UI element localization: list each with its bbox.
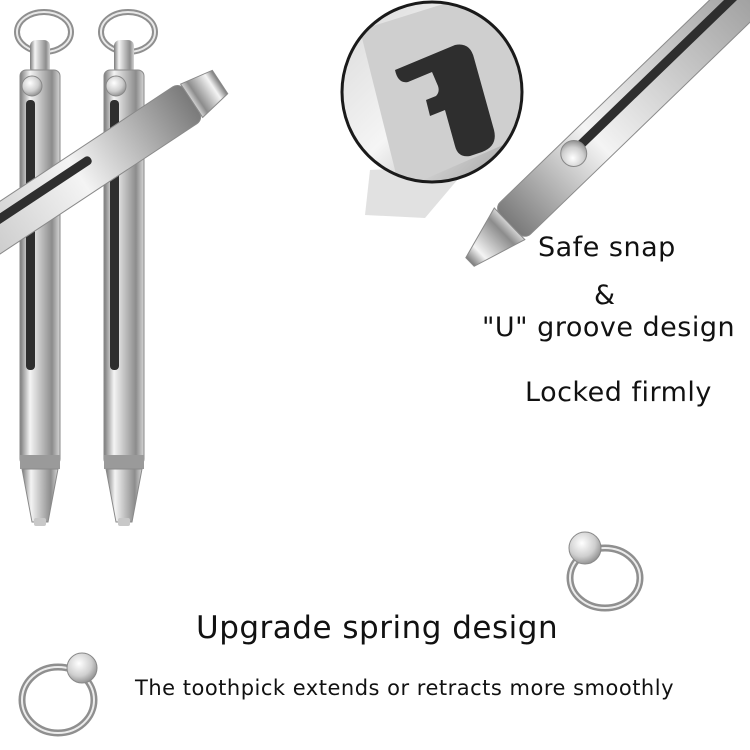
slide-slot <box>0 156 92 316</box>
caption-upgrade-spring: Upgrade spring design <box>196 610 559 646</box>
toothpick-case-left-1 <box>14 9 74 526</box>
toothpick-case-left-2 <box>98 9 158 526</box>
caption-ampersand: & <box>594 280 616 311</box>
slide-slot <box>571 0 750 154</box>
slide-knob <box>105 75 127 97</box>
caption-smoothly: The toothpick extends or retracts more s… <box>135 676 674 700</box>
caption-safe-snap: Safe snap <box>538 232 676 263</box>
toothpick-case-open <box>18 0 750 737</box>
slide-knob <box>21 75 43 97</box>
slide-knob <box>560 139 588 167</box>
slide-slot <box>26 100 35 370</box>
caption-u-groove: "U" groove design <box>482 312 736 343</box>
toothpick-case-closed <box>0 69 644 612</box>
caption-locked-firmly: Locked firmly <box>525 377 712 408</box>
u-groove <box>395 44 495 157</box>
